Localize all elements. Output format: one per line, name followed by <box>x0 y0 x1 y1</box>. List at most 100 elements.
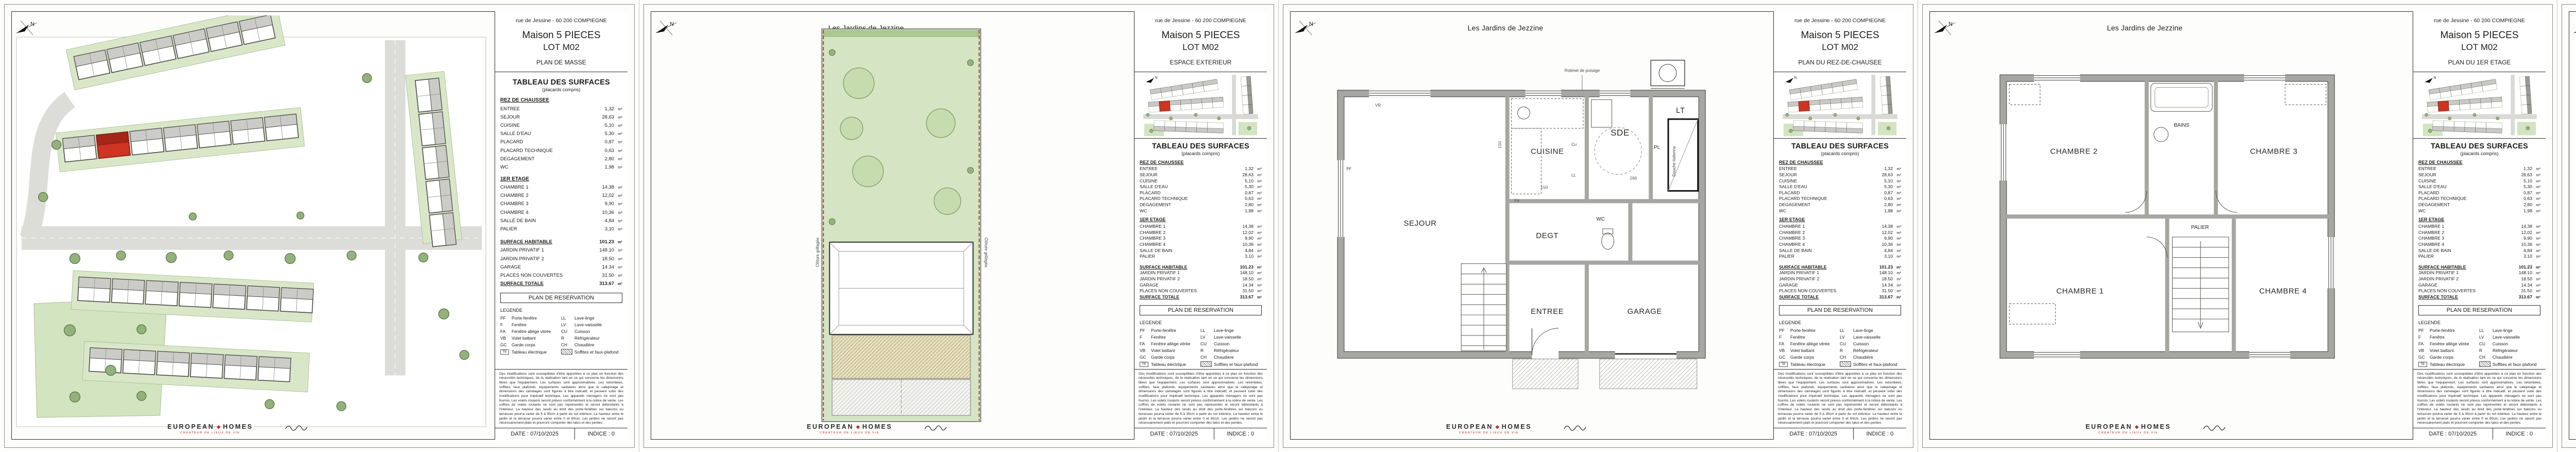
svg-text:Douche italienne: Douche italienne <box>1672 146 1676 177</box>
surface-row-unit: m² <box>2536 196 2540 202</box>
surface-total-unit: m² <box>618 248 622 253</box>
surface-row-value: 9,90 <box>1245 236 1253 241</box>
title-block: rue de Jessine - 60 200 COMPIEGNE Maison… <box>1134 11 1267 440</box>
brand-diamond-icon: ◆ <box>856 424 860 429</box>
surface-row-unit: m² <box>1257 224 1262 229</box>
surface-row-unit: m² <box>1257 248 1262 253</box>
legend-label: Lave-vaisselle <box>2493 334 2520 340</box>
svg-text:CHAMBRE 2: CHAMBRE 2 <box>2050 148 2097 156</box>
svg-text:GARAGE: GARAGE <box>1628 308 1662 316</box>
hatch-swatch-icon <box>1200 361 1212 367</box>
surface-row-value: 1,98 <box>604 163 614 170</box>
surface-total-value: 313.67 <box>1240 294 1253 299</box>
svg-text:WC: WC <box>1596 216 1605 222</box>
legend-label: Volet battant <box>512 336 536 341</box>
facades-drawing: FACADE AVANT Lot M02 FACADE DROITE <box>2571 15 2576 436</box>
surface-row-unit: m² <box>2536 224 2540 229</box>
site-plan-thumbnail-drawing: N <box>1783 72 1897 138</box>
surface-row-value: 0,63 <box>1884 196 1893 202</box>
surface-row-unit: m² <box>2536 208 2540 213</box>
svg-text:ENTREE: ENTREE <box>1531 308 1564 316</box>
svg-text:N: N <box>1155 76 1158 80</box>
legend-code: CU <box>1200 341 1207 347</box>
surface-row-unit: m² <box>1896 248 1901 253</box>
unit-title: Maison 5 PIECES <box>1161 30 1240 41</box>
brand-diamond-icon: ◆ <box>2134 424 2139 429</box>
surface-row-unit: m² <box>618 227 622 232</box>
surface-total-unit: m² <box>1257 294 1262 299</box>
legend-label: Fenêtre <box>2430 334 2445 340</box>
north-compass-icon: N <box>1295 20 1316 36</box>
legend-title: LEGENDE <box>1779 320 1802 325</box>
thumbnail-north-arrow-icon: N <box>1146 76 1158 83</box>
surface-row-label: SEJOUR <box>1779 172 1797 178</box>
surface-table: TABLEAU DES SURFACES (placards compris) … <box>1134 139 1267 300</box>
surface-row-label: CHAMBRE 2 <box>1779 229 1805 235</box>
surface-total-label: PLACES NON COUVERTES <box>1779 288 1837 294</box>
legend-code: LL <box>561 315 566 321</box>
surface-row-label: CHAMBRE 4 <box>1779 242 1805 247</box>
surface-total-label: JARDIN PRIVATIF 2 <box>2418 276 2459 281</box>
surface-row-label: ENTREE <box>500 105 520 111</box>
svg-text:SDE: SDE <box>1611 128 1630 138</box>
surface-row-label: ENTREE <box>2418 166 2436 172</box>
surface-row-label: SALLE DE BAIN <box>1779 247 1812 253</box>
svg-text:BAINS: BAINS <box>2174 123 2189 128</box>
legend-label: Volet battant <box>1790 348 1815 354</box>
surface-row-unit: m² <box>1257 178 1262 183</box>
brand-left: EUROPEAN <box>167 423 214 430</box>
surface-row-label: DEGAGEMENT <box>500 155 535 161</box>
svg-text:Robinet de puisage: Robinet de puisage <box>1565 69 1600 73</box>
svg-text:N: N <box>1309 21 1313 27</box>
surface-row-value: 28,63 <box>2521 172 2532 178</box>
signature-mark <box>2203 425 2226 431</box>
legend-label: Fenêtre allège vitrée <box>1790 341 1830 347</box>
surface-row-label: ENTREE <box>1140 166 1158 172</box>
surface-table: TABLEAU DES SURFACES (placards compris) … <box>2413 139 2546 300</box>
surface-row-unit: m² <box>2536 185 2540 190</box>
legend-code: R <box>561 336 565 341</box>
surface-row-unit: m² <box>2536 166 2540 172</box>
reservation-plan-label: PLAN DE RESERVATION <box>1140 305 1262 315</box>
surface-total-label: SURFACE TOTALE <box>1779 294 1819 299</box>
surface-table-title: TABLEAU DES SURFACES <box>1791 142 1889 150</box>
surface-row-label: WC <box>1779 208 1787 213</box>
surface-row-unit: m² <box>1896 178 1901 183</box>
sheet-plan-de-masse: N Les Jardins de Jezzine <box>0 0 639 452</box>
surface-total-value: 14.34 <box>1882 282 1893 288</box>
surface-total-unit: m² <box>1257 276 1262 281</box>
surface-row-unit: m² <box>1896 203 1901 208</box>
surface-row-value: 1,98 <box>1884 208 1893 213</box>
sheet-plan-etage: N Les Jardins de Jezzine <box>1918 0 2557 452</box>
surface-table-subtitle: (placards compris) <box>1821 150 1859 156</box>
brand-left: EUROPEAN <box>2086 423 2132 430</box>
surface-row-label: SALLE D'EAU <box>2418 184 2447 190</box>
svg-text:Fri: Fri <box>1515 198 1519 203</box>
surface-row-unit: m² <box>1896 166 1901 172</box>
address: rue de Jessine - 60 200 COMPIEGNE <box>516 18 607 24</box>
legend-label: Porte-fenêtre <box>2430 328 2455 333</box>
surface-row-label: ENTREE <box>1779 166 1797 172</box>
brand-tagline: CRÉATEUR DE LIEUX DE VIE <box>820 431 880 434</box>
